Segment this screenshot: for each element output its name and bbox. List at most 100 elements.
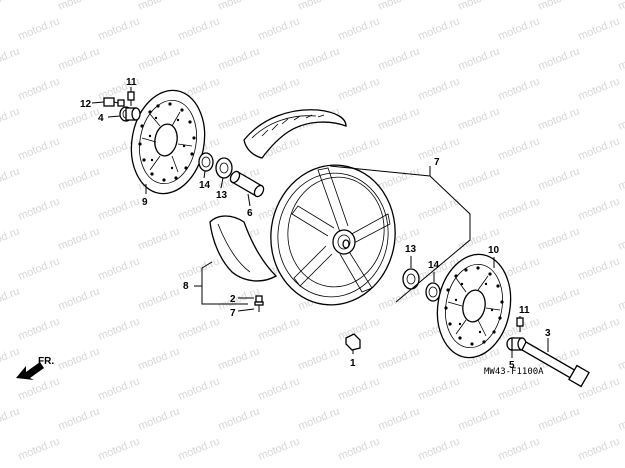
watermark-text: motod.ru xyxy=(337,75,382,102)
watermark-text: motod.ru xyxy=(17,315,62,342)
watermark-text: motod.ru xyxy=(497,135,542,162)
watermark-text: motod.ru xyxy=(137,225,182,252)
watermark-text: motod.ru xyxy=(177,255,222,282)
watermark-text: motod.ru xyxy=(457,105,502,132)
watermark-text: motod.ru xyxy=(417,75,462,102)
watermark-text: motod.ru xyxy=(297,405,342,432)
watermark-text: motod.ru xyxy=(497,195,542,222)
callout-4: 4 xyxy=(98,113,104,124)
watermark-text: motod.ru xyxy=(97,255,142,282)
watermark-text: motod.ru xyxy=(97,435,142,462)
watermark-text: motod.ru xyxy=(137,285,182,312)
callout-13-left: 13 xyxy=(216,190,228,201)
watermark-text: motod.ru xyxy=(537,225,582,252)
watermark-text: motod.ru xyxy=(257,75,302,102)
watermark-text: motod.ru xyxy=(457,165,502,192)
watermark-text: motod.ru xyxy=(217,0,262,13)
watermark-text: motod.ru xyxy=(617,105,625,132)
watermark-text: motod.ru xyxy=(137,345,182,372)
watermark-text: motod.ru xyxy=(377,45,422,72)
right-oil-seal-14 xyxy=(425,282,441,302)
callout-7-lower: 7 xyxy=(230,308,236,319)
left-bearing-13 xyxy=(215,157,233,179)
watermark-text: motod.ru xyxy=(0,225,21,252)
watermark-text: motod.ru xyxy=(0,45,21,72)
bolt-11-top xyxy=(127,91,135,106)
watermark-text: motod.ru xyxy=(97,15,142,42)
watermark-text: motod.ru xyxy=(137,0,182,13)
watermark-text: motod.ru xyxy=(457,45,502,72)
callout-2: 2 xyxy=(230,294,236,305)
watermark-text: motod.ru xyxy=(497,75,542,102)
watermark-text: motod.ru xyxy=(297,0,342,13)
tire-lower-section xyxy=(209,215,278,282)
callout-8: 8 xyxy=(183,281,189,292)
watermark-text: motod.ru xyxy=(617,165,625,192)
watermark-text: motod.ru xyxy=(497,435,542,462)
watermark-text: motod.ru xyxy=(217,345,262,372)
left-oil-seal-14 xyxy=(198,152,214,172)
watermark-text: motod.ru xyxy=(297,345,342,372)
balance-weight-1 xyxy=(345,333,361,351)
watermark-text: motod.ru xyxy=(537,105,582,132)
watermark-text: motod.ru xyxy=(537,405,582,432)
watermark-text: motod.ru xyxy=(377,405,422,432)
left-brake-disc xyxy=(130,89,206,195)
watermark-text: motod.ru xyxy=(337,435,382,462)
right-bearing-13 xyxy=(402,268,420,290)
watermark-text: motod.ru xyxy=(0,165,21,192)
watermark-text: motod.ru xyxy=(217,285,262,312)
callout-14-right: 14 xyxy=(428,260,440,271)
watermark-text: motod.ru xyxy=(0,0,21,13)
watermark-text: motod.ru xyxy=(17,435,62,462)
watermark-text: motod.ru xyxy=(137,405,182,432)
watermark-text: motod.ru xyxy=(497,15,542,42)
tire xyxy=(243,109,347,159)
watermark-text: motod.ru xyxy=(417,435,462,462)
callout-3: 3 xyxy=(545,328,551,339)
watermark-text: motod.ru xyxy=(0,405,21,432)
watermark-text: motod.ru xyxy=(377,165,422,192)
watermark-text: motod.ru xyxy=(377,105,422,132)
watermark-text: motod.ru xyxy=(537,285,582,312)
air-valve xyxy=(254,295,264,312)
watermark-text: motod.ru xyxy=(617,225,625,252)
axle-3 xyxy=(521,341,590,388)
watermark-text: motod.ru xyxy=(217,45,262,72)
watermark-text: motod.ru xyxy=(577,135,622,162)
watermark-text: motod.ru xyxy=(57,225,102,252)
watermark-text: motod.ru xyxy=(497,375,542,402)
callout-9: 9 xyxy=(142,197,148,208)
callout-6: 6 xyxy=(247,208,253,219)
watermark-text: motod.ru xyxy=(257,15,302,42)
watermark-text: motod.ru xyxy=(537,165,582,192)
watermark-text: motod.ru xyxy=(177,375,222,402)
watermark-text: motod.ru xyxy=(577,15,622,42)
watermark-text: motod.ru xyxy=(617,405,625,432)
callout-10: 10 xyxy=(488,245,500,256)
watermark-text: motod.ru xyxy=(57,345,102,372)
distance-collar-6 xyxy=(229,170,265,198)
watermark-text: motod.ru xyxy=(97,195,142,222)
diagram-code: MW43-F1100A xyxy=(484,367,544,377)
watermark-text: motod.ru xyxy=(177,15,222,42)
watermark-text: motod.ru xyxy=(97,315,142,342)
watermark-text: motod.ru xyxy=(457,405,502,432)
watermark-text: motod.ru xyxy=(337,15,382,42)
watermark-text: motod.ru xyxy=(177,435,222,462)
callout-5: 5 xyxy=(509,360,515,371)
watermark-text: motod.ru xyxy=(97,375,142,402)
callout-12: 12 xyxy=(80,99,92,110)
watermark-text: motod.ru xyxy=(0,285,21,312)
callout-11-right: 11 xyxy=(519,305,530,316)
watermark-text: motod.ru xyxy=(577,315,622,342)
watermark-text: motod.ru xyxy=(57,165,102,192)
watermark-text: motod.ru xyxy=(257,375,302,402)
watermark-text: motod.ru xyxy=(57,45,102,72)
wheel-rim xyxy=(270,164,396,306)
watermark-text: motod.ru xyxy=(257,435,302,462)
front-direction-arrow: FR. xyxy=(16,356,54,380)
watermark-text: motod.ru xyxy=(137,45,182,72)
